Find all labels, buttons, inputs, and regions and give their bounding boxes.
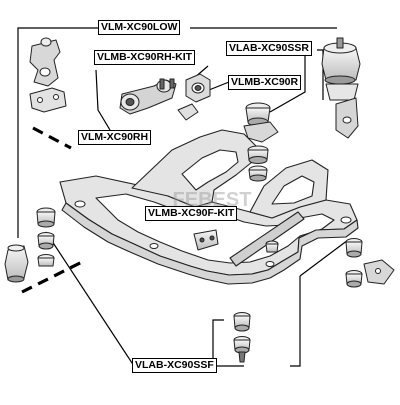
watermark-text: FEBEST	[173, 189, 252, 211]
part-label-vlmb-xc90rh-kit[interactable]: VLMB-XC90RH-KIT	[94, 50, 196, 65]
front-right-bushing-stack	[345, 238, 363, 288]
part-label-vlab-xc90ssr[interactable]: VLAB-XC90SSR	[226, 41, 312, 56]
part-label-vlmb-xc90f-kit[interactable]: VLMB-XC90F-KIT	[145, 206, 238, 221]
front-left-bushing-stack	[36, 207, 56, 267]
part-label-vlab-xc90ssf[interactable]: VLAB-XC90SSF	[132, 358, 217, 373]
leader-lines	[17, 27, 349, 367]
part-label-vlmb-xc90r[interactable]: VLMB-XC90R	[228, 75, 302, 90]
subframe-bolt-holes	[74, 200, 352, 267]
bottom-bushing-stack	[233, 312, 251, 363]
torque-rod-assembly	[119, 78, 177, 115]
subframe-bushing-kit	[193, 229, 279, 253]
right-bushing-bracket	[185, 73, 211, 103]
part-label-vlm-xc90low[interactable]: VLM-XC90LOW	[98, 20, 181, 35]
left-mount-plate	[29, 87, 67, 113]
front-right-mount-plate	[363, 259, 395, 285]
upper-right-engine-mount	[321, 37, 361, 101]
small-bracket	[177, 103, 199, 121]
rear-bushing-stack	[243, 102, 279, 182]
right-mount-bracket	[335, 97, 359, 139]
part-label-vlm-xc90rh[interactable]: VLM-XC90RH	[78, 130, 152, 145]
upper-left-mount-bracket	[29, 37, 61, 87]
left-engine-mount	[4, 244, 29, 283]
